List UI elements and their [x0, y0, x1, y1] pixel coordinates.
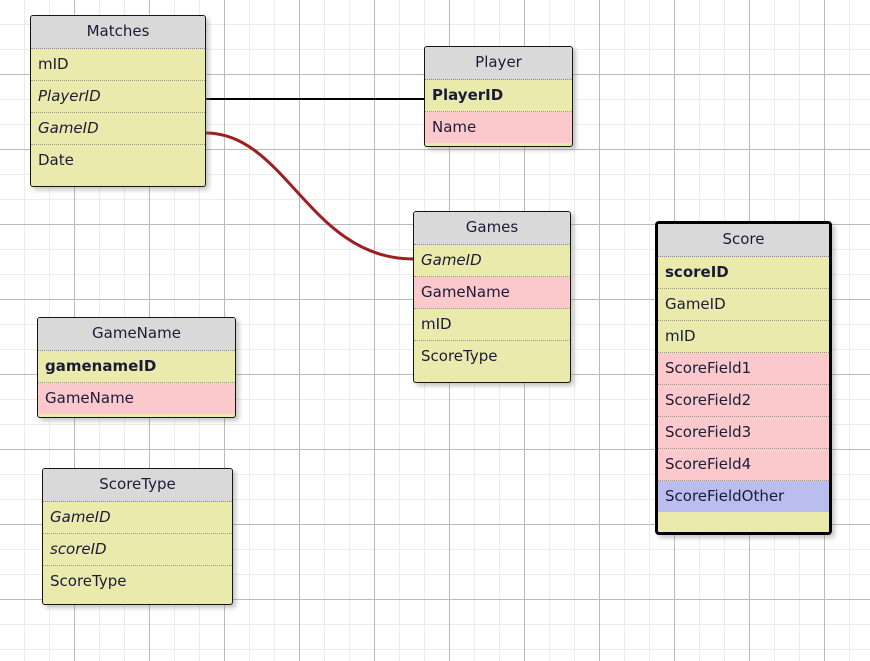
attribute-scoretype-scoreid[interactable]: scoreID — [43, 534, 232, 566]
entity-title-score: Score — [658, 224, 829, 257]
attribute-matches-date[interactable]: Date — [31, 145, 205, 176]
attribute-games-gameid[interactable]: GameID — [414, 245, 570, 277]
attribute-score-scorefield4[interactable]: ScoreField4 — [658, 449, 829, 481]
attribute-matches-gameid[interactable]: GameID — [31, 113, 205, 145]
attribute-gamename-gamenameid[interactable]: gamenameID — [38, 351, 235, 383]
entity-title-player: Player — [425, 47, 572, 80]
entity-title-scoretype: ScoreType — [43, 469, 232, 502]
attribute-games-gamename[interactable]: GameName — [414, 277, 570, 309]
attribute-scoretype-gameid[interactable]: GameID — [43, 502, 232, 534]
attribute-player-name[interactable]: Name — [425, 112, 572, 143]
attribute-score-scorefield3[interactable]: ScoreField3 — [658, 417, 829, 449]
attribute-matches-playerid[interactable]: PlayerID — [31, 81, 205, 113]
attribute-games-scoretype[interactable]: ScoreType — [414, 341, 570, 372]
attribute-player-playerid[interactable]: PlayerID — [425, 80, 572, 112]
attribute-score-mid[interactable]: mID — [658, 321, 829, 353]
attribute-matches-mid[interactable]: mID — [31, 49, 205, 81]
relationship-matches-gameid-to-games-gameid[interactable] — [204, 131, 415, 261]
attribute-score-scorefield1[interactable]: ScoreField1 — [658, 353, 829, 385]
entity-title-gamename: GameName — [38, 318, 235, 351]
attribute-score-scorefield2[interactable]: ScoreField2 — [658, 385, 829, 417]
attribute-score-gameid[interactable]: GameID — [658, 289, 829, 321]
entity-title-matches: Matches — [31, 16, 205, 49]
attribute-score-scoreid[interactable]: scoreID — [658, 257, 829, 289]
entity-title-games: Games — [414, 212, 570, 245]
attribute-gamename-gamename[interactable]: GameName — [38, 383, 235, 414]
attribute-score-scorefieldother[interactable]: ScoreFieldOther — [658, 481, 829, 512]
attribute-games-mid[interactable]: mID — [414, 309, 570, 341]
attribute-scoretype-scoretype[interactable]: ScoreType — [43, 566, 232, 597]
